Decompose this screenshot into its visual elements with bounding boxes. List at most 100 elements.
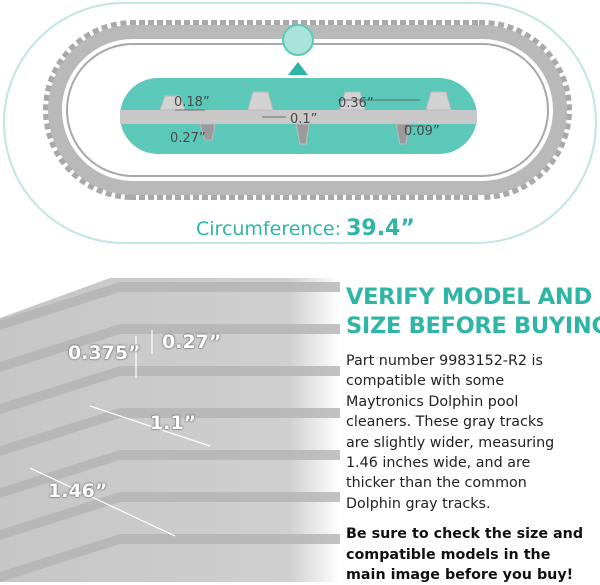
track-tooth <box>166 20 172 28</box>
detail-teeth <box>159 91 452 145</box>
track-tooth <box>436 20 442 28</box>
track-tooth <box>427 192 433 200</box>
track-tooth <box>274 192 280 200</box>
dimension-guides <box>175 99 425 127</box>
track-tooth <box>400 20 406 28</box>
track-tooth <box>220 192 226 200</box>
track-tooth <box>364 192 370 200</box>
track-tooth <box>238 192 244 200</box>
track-tooth <box>328 20 334 28</box>
dim-height: 0.375” <box>68 342 141 364</box>
track-tooth <box>292 192 298 200</box>
track-tooth <box>283 192 289 200</box>
cta-line: compatible models in the <box>346 546 551 563</box>
track-tooth <box>238 20 244 28</box>
closeup-dimension-lines <box>29 330 211 537</box>
track-tooth <box>346 192 352 200</box>
closeup-lug <box>0 492 340 540</box>
track-tooth <box>382 20 388 28</box>
track-tooth <box>256 192 262 200</box>
track-tooth <box>301 20 307 28</box>
closeup-lug <box>0 366 340 414</box>
track-tooth <box>355 20 361 28</box>
track-tooth <box>130 192 136 200</box>
track-tooth <box>220 20 226 28</box>
track-tooth <box>247 192 253 200</box>
track-tooth <box>418 192 424 200</box>
track-tooth <box>292 20 298 28</box>
track-tooth <box>301 192 307 200</box>
track-tooth <box>193 192 199 200</box>
track-tooth <box>229 20 235 28</box>
description-line: Dolphin gray tracks. <box>346 495 491 512</box>
track-tooth <box>184 20 190 28</box>
track-tooth <box>148 20 154 28</box>
zoom-pointer <box>288 62 308 75</box>
track-tooth <box>211 20 217 28</box>
track-tooth <box>157 20 163 28</box>
track-tooth <box>445 192 451 200</box>
dim-inner-width: 1.1” <box>150 412 197 434</box>
description-line: are slightly wider, measuring <box>346 434 555 451</box>
circumference-label: Circumference: <box>196 218 341 240</box>
track-tooth <box>193 20 199 28</box>
closeup-lugs <box>0 282 340 582</box>
cta-line: Be sure to check the size and <box>346 526 584 543</box>
track-tooth <box>391 20 397 28</box>
description-line: compatible with some <box>346 373 505 390</box>
track-tooth <box>472 20 478 28</box>
description-line: Part number 9983152-R2 is <box>346 353 543 369</box>
track-tooth <box>346 20 352 28</box>
track-tooth <box>463 20 469 28</box>
heading-line: VERIFY MODEL AND <box>346 284 592 310</box>
track-tooth <box>148 192 154 200</box>
dim-lug-height: 0.27” <box>162 331 222 353</box>
track-tooth <box>256 20 262 28</box>
track-tooth <box>166 192 172 200</box>
track-tooth <box>364 20 370 28</box>
track-tooth <box>247 20 253 28</box>
track-tooth <box>472 192 478 200</box>
circumference-line: Circumference: 39.4” <box>196 216 415 241</box>
track-tooth <box>202 20 208 28</box>
description-line: 1.46 inches wide, and are <box>346 455 531 472</box>
dim-tooth-top: 0.18” <box>174 95 210 110</box>
track-tooth <box>409 192 415 200</box>
track-tooth <box>283 20 289 28</box>
track-tooth <box>400 192 406 200</box>
track-tooth <box>409 20 415 28</box>
track-tooth <box>454 20 460 28</box>
track-tooth <box>373 20 379 28</box>
track-tooth <box>479 20 485 28</box>
track-overview-illustration <box>3 2 597 244</box>
heading-line: SIZE BEFORE BUYING <box>346 313 600 339</box>
track-tooth <box>265 192 271 200</box>
dim-total-width: 1.46” <box>48 480 108 502</box>
track-tooth <box>445 20 451 28</box>
track-tooth <box>319 192 325 200</box>
track-tooth <box>337 192 343 200</box>
track-tooth <box>310 192 316 200</box>
track-tooth <box>175 20 181 28</box>
closeup-lug <box>0 324 340 372</box>
outer-oval-border <box>3 2 597 244</box>
track-tooth <box>373 192 379 200</box>
info-panel: VERIFY MODEL AND SIZE BEFORE BUYING Part… <box>346 283 600 585</box>
track-tooth <box>382 192 388 200</box>
description-line: cleaners. These gray tracks <box>346 414 544 431</box>
info-call-to-action: Be sure to check the size and compatible… <box>346 524 596 585</box>
dim-tooth-spacing: 0.36” <box>338 96 374 111</box>
cta-line: main image before you buy! <box>346 567 574 584</box>
track-tooth <box>265 20 271 28</box>
zoom-callout-circle <box>282 24 314 56</box>
closeup-lug <box>0 534 340 582</box>
track-tooth <box>184 192 190 200</box>
track-tooth <box>463 192 469 200</box>
closeup-lug <box>0 450 340 498</box>
dim-gap: 0.1” <box>290 112 318 127</box>
dim-tooth-base: 0.27” <box>170 131 206 146</box>
closeup-lug <box>0 282 340 330</box>
track-tooth <box>355 192 361 200</box>
track-tooth <box>139 20 145 28</box>
track-tooth <box>130 20 136 28</box>
